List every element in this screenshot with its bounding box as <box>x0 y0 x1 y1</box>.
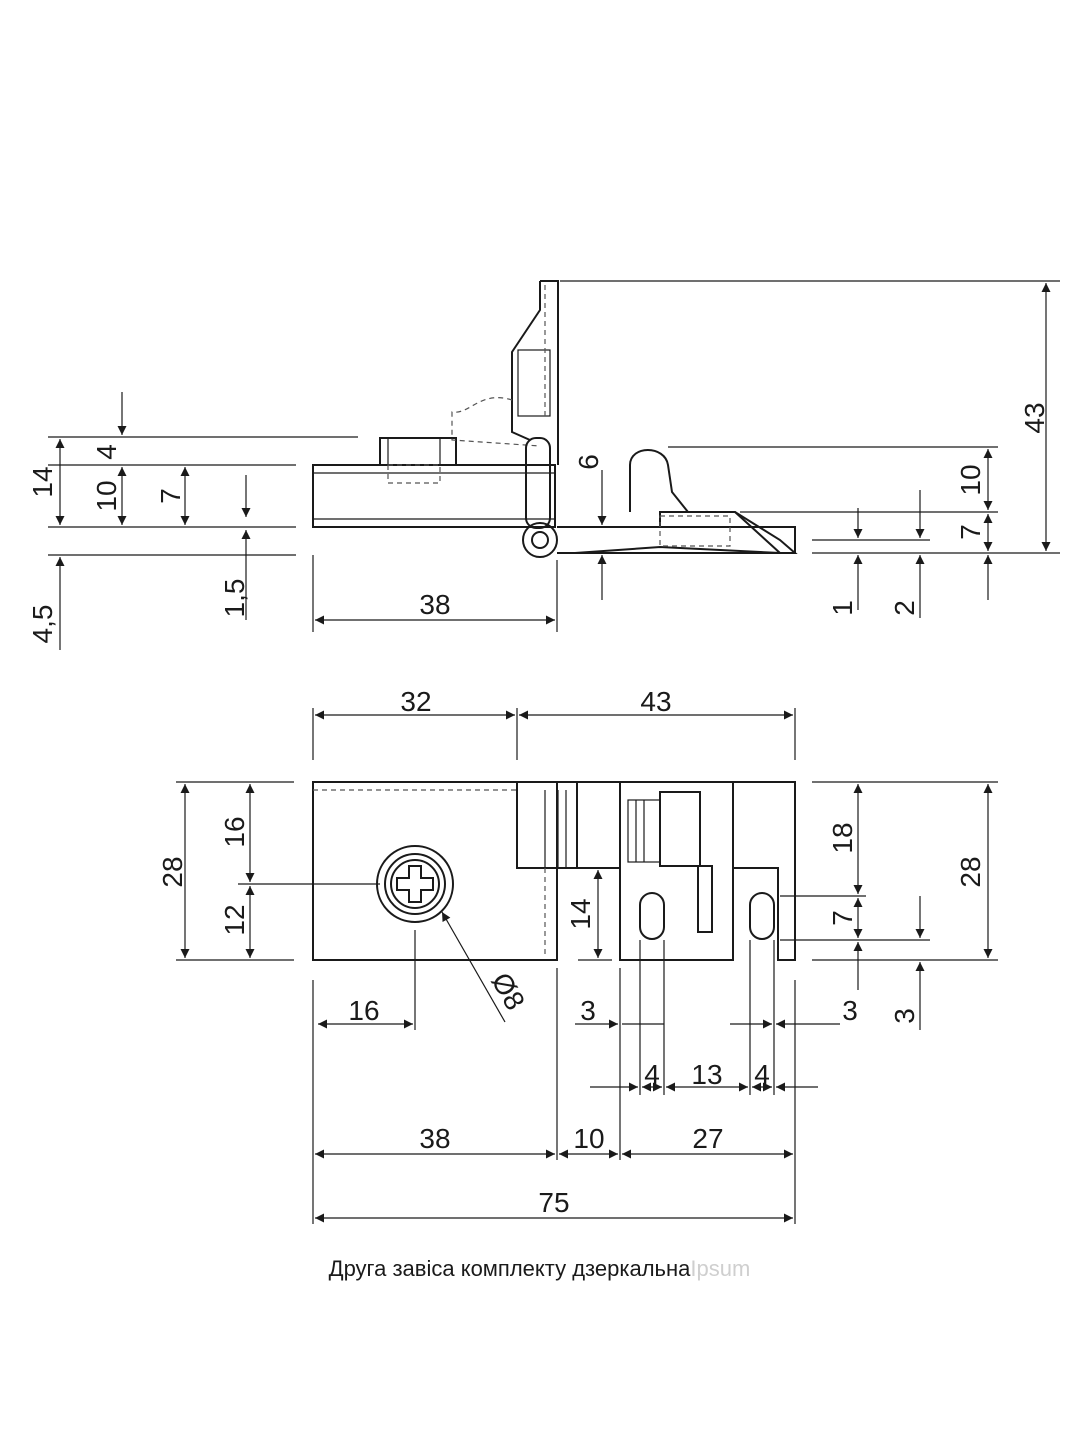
dim-6: 6 <box>573 454 604 470</box>
dim-28-left: 28 <box>157 856 188 887</box>
dim-13: 13 <box>691 1059 722 1090</box>
dim-4: 4 <box>91 444 122 460</box>
slot-left <box>639 892 665 940</box>
right-latch <box>629 449 689 513</box>
pivot-inner <box>531 531 549 549</box>
dim-4-right: 4 <box>754 1059 770 1090</box>
caption: Друга завіса комплекту дзеркальнаIpsum <box>0 1256 1079 1282</box>
dim-75: 75 <box>538 1187 569 1218</box>
center-block <box>516 781 578 869</box>
dim-27: 27 <box>692 1123 723 1154</box>
dim-38-top: 38 <box>419 1123 450 1154</box>
dim-1-5: 1,5 <box>219 579 250 618</box>
latch-pin <box>697 865 713 933</box>
screw-outer <box>376 845 454 923</box>
dim-43-width: 43 <box>640 686 671 717</box>
top-right-plate <box>517 781 796 961</box>
dim-38-side: 38 <box>419 589 450 620</box>
right-arm <box>557 511 796 554</box>
watermark: Ipsum <box>690 1256 751 1281</box>
hinge-knuckle <box>525 437 551 529</box>
dim-7-top: 7 <box>827 910 858 926</box>
top-left-plate <box>312 781 558 961</box>
dim-3-left: 3 <box>580 995 596 1026</box>
top-cylinder <box>379 437 457 466</box>
phillips-cross-icon <box>396 865 434 903</box>
dim-12: 12 <box>219 904 250 935</box>
caption-text: Друга завіса комплекту дзеркальна <box>328 1256 691 1281</box>
latch-block <box>659 791 701 867</box>
upright-arm <box>511 280 559 465</box>
dim-14: 14 <box>27 466 58 497</box>
dim-4-left: 4 <box>644 1059 660 1090</box>
dim-diameter-8: Ø8 <box>485 967 531 1015</box>
dim-10-left: 10 <box>91 480 122 511</box>
dim-2: 2 <box>889 600 920 616</box>
dim-16-vertical: 16 <box>219 816 250 847</box>
dim-28-right: 28 <box>955 856 986 887</box>
dim-7-left: 7 <box>155 488 186 504</box>
dim-7-right: 7 <box>955 524 986 540</box>
dim-4-5: 4,5 <box>27 605 58 644</box>
dim-1: 1 <box>827 600 858 616</box>
dim-43-height: 43 <box>1019 402 1050 433</box>
dim-18: 18 <box>827 822 858 853</box>
dim-10-top: 10 <box>573 1123 604 1154</box>
dim-3-right-vertical: 3 <box>889 1008 920 1024</box>
dim-10-right: 10 <box>955 464 986 495</box>
left-plate-outline <box>312 464 556 528</box>
pivot-outer <box>522 522 558 558</box>
top-view: 32 43 28 16 12 14 18 7 28 3 Ø8 16 3 3 4 … <box>157 686 998 1224</box>
dim-3-right: 3 <box>842 995 858 1026</box>
side-view: 43 14 4 10 7 4,5 1,5 38 6 10 7 1 2 <box>27 280 1060 650</box>
dim-16-horizontal: 16 <box>348 995 379 1026</box>
slot-right <box>749 892 775 940</box>
dim-32: 32 <box>400 686 431 717</box>
dim-14-top: 14 <box>565 898 596 929</box>
